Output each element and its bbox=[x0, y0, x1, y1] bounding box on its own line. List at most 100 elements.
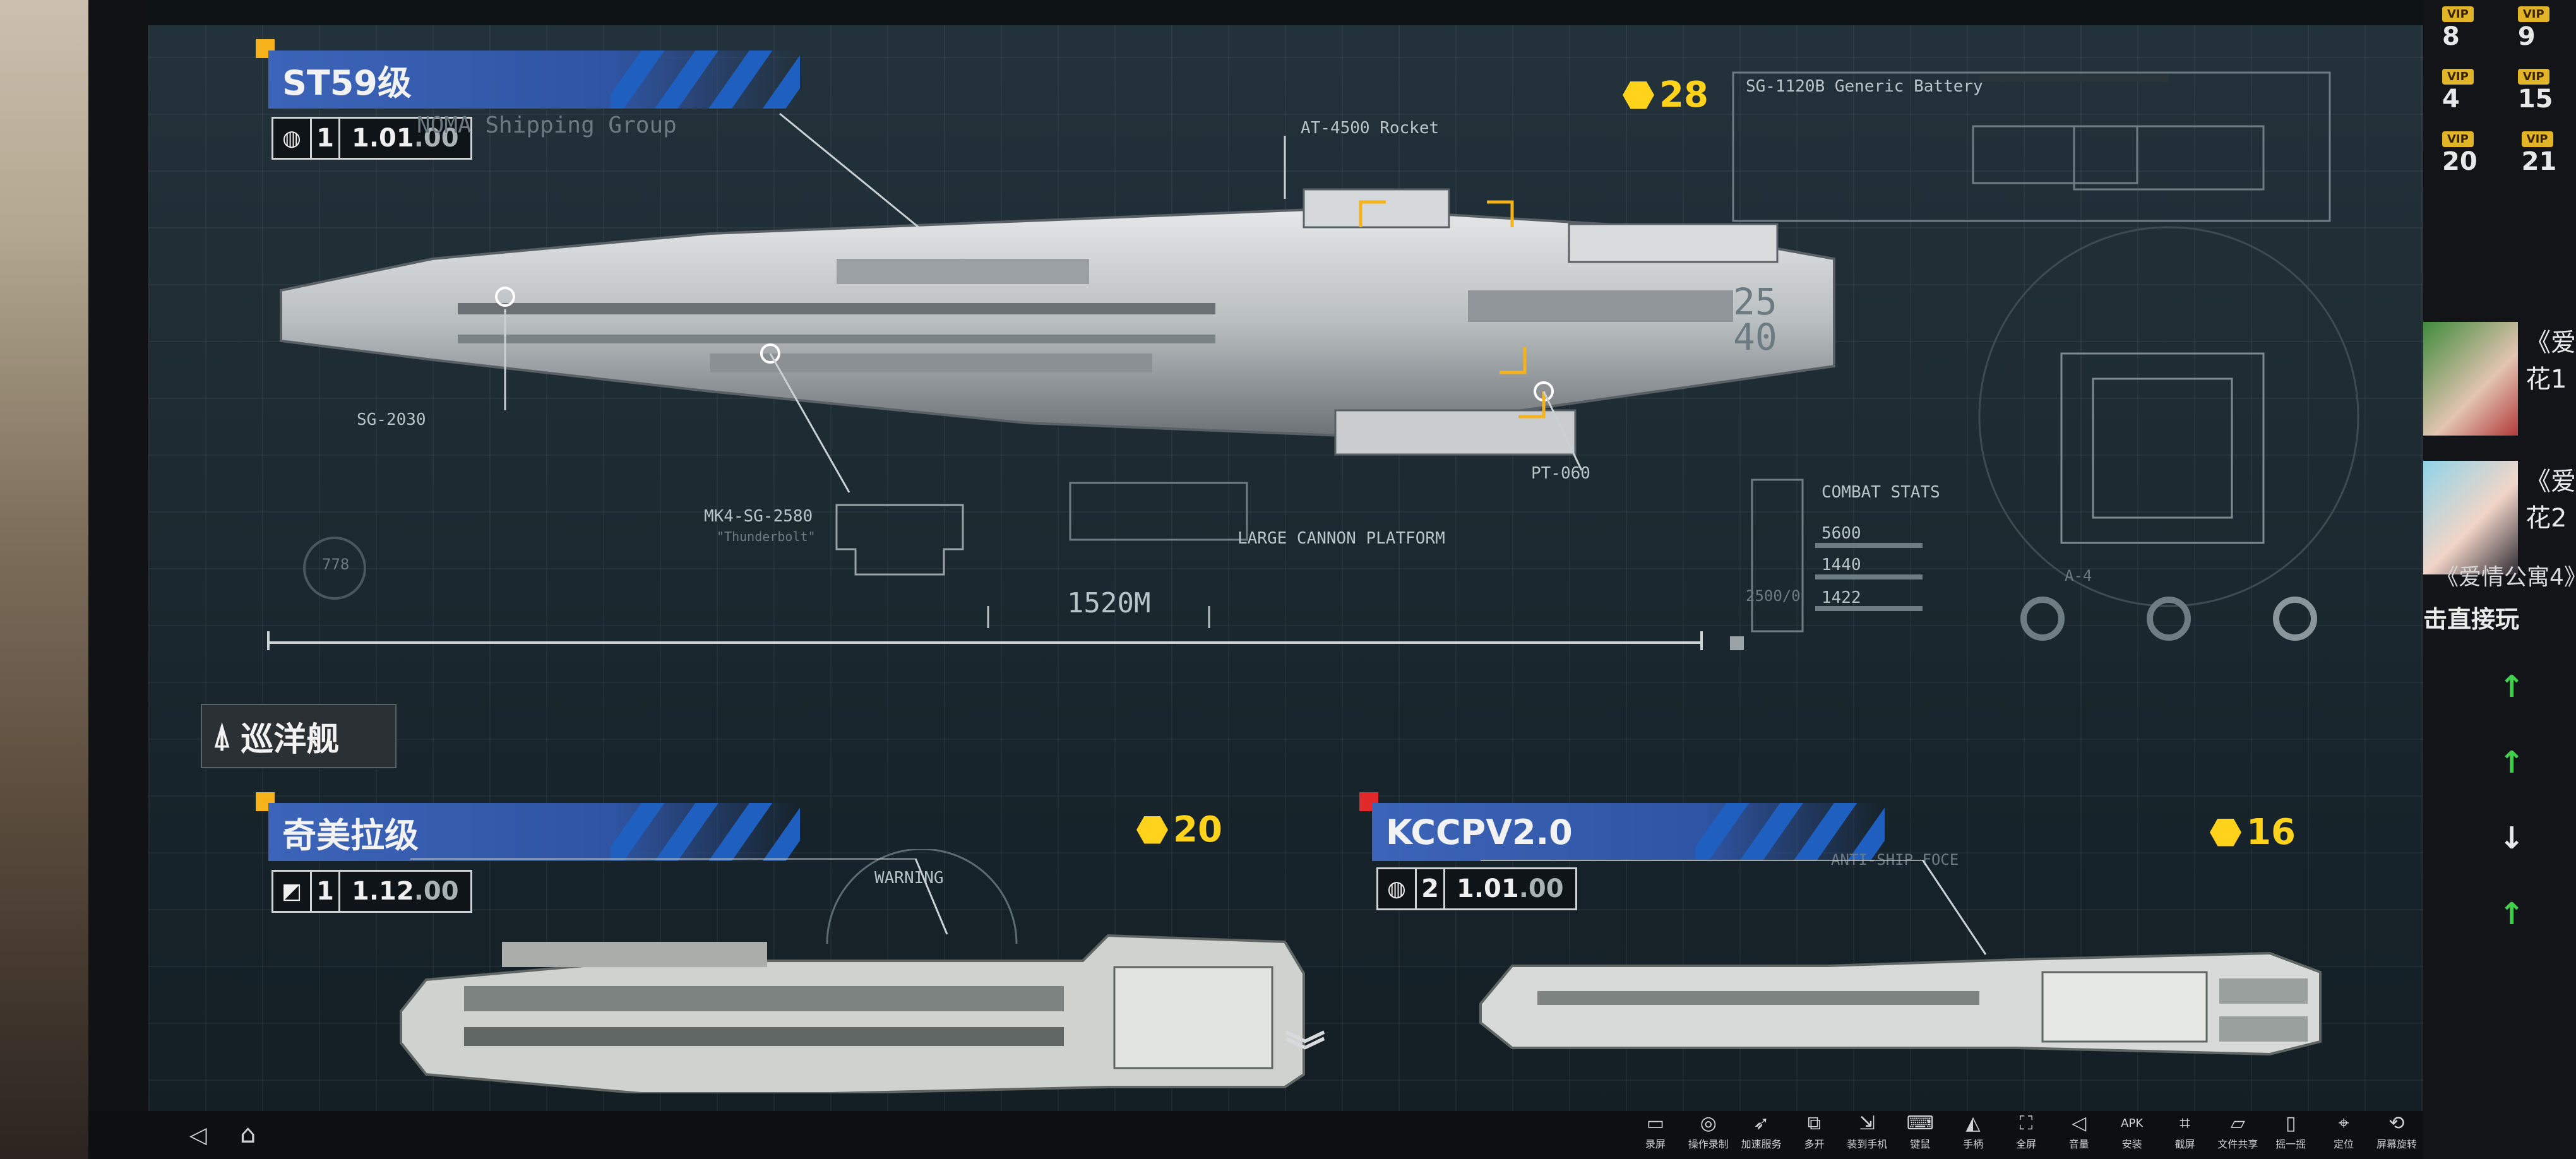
operation-record-icon: ◎ bbox=[1700, 1112, 1717, 1134]
grid-numbers: 25 40 bbox=[1733, 280, 1777, 359]
sidebar-caption: 《爱情公寓4》 bbox=[2436, 564, 2576, 590]
toolbar-item-shake[interactable]: ▯摇一摇 bbox=[2275, 1112, 2306, 1151]
ship-2-version: 1.12.00 bbox=[352, 877, 459, 906]
annotation-missile: MK4-SG-2580 bbox=[704, 507, 813, 526]
ship-2-cost: 20 bbox=[1136, 809, 1222, 850]
arrow-up-icon[interactable]: ↑ bbox=[2499, 669, 2525, 704]
toolbar-item-location[interactable]: ⌖定位 bbox=[2334, 1112, 2354, 1151]
scroll-down-chevron-icon[interactable]: ︾ bbox=[1285, 1029, 1325, 1076]
sidebar-card[interactable]: 《爱 花2 bbox=[2423, 461, 2576, 574]
dial-readout: 778 bbox=[322, 556, 350, 573]
home-icon[interactable]: ⌂ bbox=[240, 1120, 256, 1149]
annotation-platform: LARGE CANNON PLATFORM bbox=[1237, 529, 1445, 548]
toolbar-item-multi-open[interactable]: ⧉多开 bbox=[1804, 1112, 1825, 1151]
card-thumbnail bbox=[2423, 322, 2518, 436]
ship-2-title: 奇美拉级 bbox=[282, 815, 419, 855]
category-tag[interactable]: ⍋ 巡洋舰 bbox=[201, 704, 397, 768]
screen-top-bar bbox=[148, 0, 2423, 25]
arrow-up-icon[interactable]: ↑ bbox=[2499, 896, 2525, 932]
ship-3-image[interactable] bbox=[1474, 947, 2358, 1061]
stat-value-3: 1422 bbox=[1822, 588, 1861, 607]
card-thumbnail bbox=[2423, 461, 2518, 574]
ship-2-warning: WARNING bbox=[874, 869, 944, 888]
annotation-rail: SG-2030 bbox=[357, 410, 426, 429]
install-to-phone-icon: ⇲ bbox=[1859, 1112, 1875, 1134]
sidebar-card[interactable]: 《爱 花1 bbox=[2423, 322, 2576, 436]
ship-3-callout-line bbox=[1481, 860, 1987, 955]
video-record-icon: ▭ bbox=[1646, 1112, 1665, 1134]
cruiser-icon: ⍋ bbox=[212, 716, 232, 755]
toolbar-item-operation-record[interactable]: ◎操作录制 bbox=[1688, 1112, 1729, 1151]
stat-value-1: 5600 bbox=[1822, 524, 1861, 543]
cost-hex-icon bbox=[2210, 818, 2241, 847]
globe-icon: ◍ bbox=[1378, 869, 1417, 908]
ship-3-version: 1.01.00 bbox=[1457, 874, 1564, 903]
ship-3-title-bar[interactable]: KCCPV2.0 bbox=[1372, 803, 1885, 861]
stats-header: COMBAT STATS bbox=[1822, 483, 1940, 502]
ship-2-marker bbox=[256, 792, 275, 811]
ship-1-cost: 28 bbox=[1623, 74, 1708, 116]
ship-2-title-bar[interactable]: 奇美拉级 bbox=[268, 803, 800, 861]
ship-1-maker: NOMA Shipping Group bbox=[417, 112, 677, 138]
ship-3-marker bbox=[1359, 792, 1378, 811]
warning-arc bbox=[826, 849, 1018, 944]
back-icon[interactable]: ◁ bbox=[189, 1122, 207, 1148]
globe-icon: ◍ bbox=[273, 119, 312, 158]
ship-1-image[interactable] bbox=[268, 183, 1872, 461]
monitor-bezel bbox=[88, 0, 148, 1159]
ship-3-cost: 16 bbox=[2210, 812, 2296, 853]
toolbar-item-gamepad[interactable]: ◭手柄 bbox=[1963, 1112, 1984, 1151]
toolbar-item-rotate[interactable]: ⟲屏幕旋转 bbox=[2376, 1112, 2417, 1151]
toolbar-item-file-share[interactable]: ▱文件共享 bbox=[2217, 1112, 2258, 1151]
ship-1-length: 1520M bbox=[1067, 587, 1151, 619]
rotate-screen-icon: ⟲ bbox=[2388, 1112, 2405, 1134]
arrow-up-icon[interactable]: ↑ bbox=[2499, 745, 2525, 780]
stat-value-2: 1440 bbox=[1822, 556, 1861, 574]
crop-icon: ⌗ bbox=[2179, 1112, 2190, 1134]
toolbar-item-fullscreen[interactable]: ⛶全屏 bbox=[2015, 1112, 2036, 1151]
gamepad-icon: ◭ bbox=[1965, 1112, 1981, 1134]
multi-open-icon: ⧉ bbox=[1807, 1112, 1822, 1134]
annotation-missile-sub: "Thunderbolt" bbox=[717, 529, 816, 544]
fullscreen-icon: ⛶ bbox=[2019, 1112, 2033, 1134]
shake-icon: ▯ bbox=[2285, 1112, 2296, 1134]
gauge-label: A-4 bbox=[2065, 567, 2092, 585]
annotation-rear-mount: PT-060 bbox=[1531, 464, 1590, 483]
ship-1-title: ST59级 bbox=[282, 62, 412, 103]
ship-2-tier: 1 bbox=[312, 872, 340, 911]
ship-2-image[interactable] bbox=[388, 923, 1310, 1093]
toolbar-item-screenshot[interactable]: ⌗截屏 bbox=[2174, 1112, 2195, 1151]
toolbar-item-keyboard[interactable]: ⌨键鼠 bbox=[1906, 1112, 1934, 1151]
arrow-down-icon[interactable]: ↓ bbox=[2499, 821, 2525, 856]
ship-1-level-box: ◍ 1 1.01.00 bbox=[271, 117, 472, 160]
location-icon: ⌖ bbox=[2338, 1112, 2349, 1134]
stat-bottom: 2500/0 bbox=[1746, 587, 1801, 605]
rocket-icon: ➶ bbox=[1753, 1112, 1770, 1134]
ship-3-title: KCCPV2.0 bbox=[1386, 812, 1573, 852]
toolbar-item-accelerate[interactable]: ➶加速服务 bbox=[1741, 1112, 1782, 1151]
ship-1-title-bar[interactable]: ST59级 bbox=[268, 51, 800, 109]
emulator-toolbar: ▭录屏 ◎操作录制 ➶加速服务 ⧉多开 ⇲装到手机 ⌨键鼠 ◭手柄 ⛶全屏 ◁音… bbox=[1629, 1106, 2423, 1159]
ship-2-callout-line bbox=[410, 859, 948, 935]
annotation-battery: SG-1120B Generic Battery bbox=[1746, 77, 1983, 96]
category-tag-label: 巡洋舰 bbox=[241, 720, 340, 759]
faction-icon: ◩ bbox=[273, 872, 312, 911]
toolbar-item-install-phone[interactable]: ⇲装到手机 bbox=[1847, 1112, 1888, 1151]
ship-3-tier: 2 bbox=[1417, 869, 1445, 908]
ship-1-tier: 1 bbox=[312, 119, 340, 158]
ship-2-level-box: ◩ 1 1.12.00 bbox=[271, 870, 472, 913]
toolbar-item-record[interactable]: ▭录屏 bbox=[1645, 1112, 1666, 1151]
toolbar-item-volume[interactable]: ◁音量 bbox=[2068, 1112, 2089, 1151]
sidebar-play-label[interactable]: 击直接玩 bbox=[2423, 605, 2520, 633]
ship-3-level-box: ◍ 2 1.01.00 bbox=[1376, 867, 1577, 910]
cost-hex-icon bbox=[1136, 816, 1168, 844]
